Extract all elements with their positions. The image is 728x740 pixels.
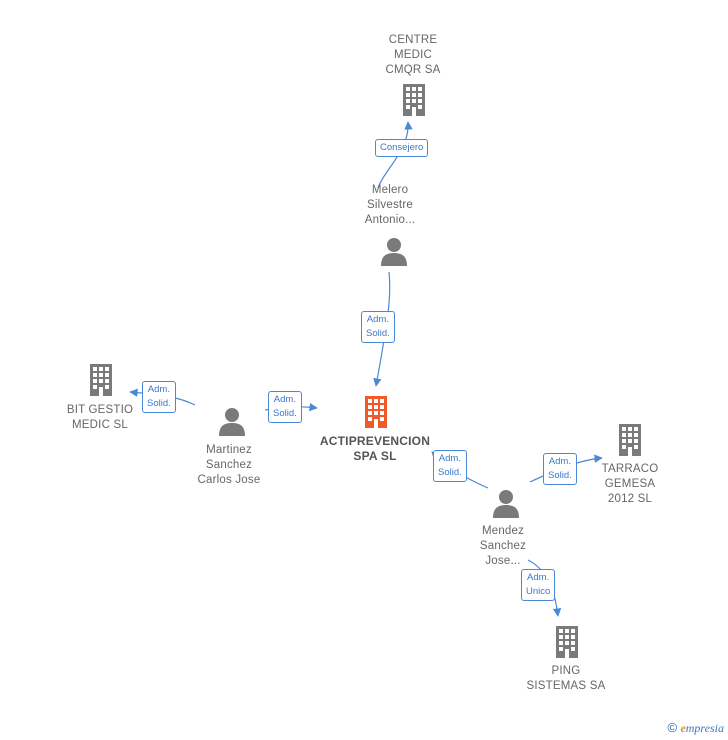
node-label-actiprevencion[interactable]: ACTIPREVENCION SPA SL (319, 434, 431, 463)
ping-building-icon[interactable] (556, 626, 578, 658)
brand-logo-e: e (680, 721, 686, 735)
centre-medic-building-icon[interactable] (403, 84, 425, 116)
node-label-bit-gestio[interactable]: BIT GESTIO MEDIC SL (66, 404, 134, 431)
node-label-mendez[interactable]: Mendez Sanchez Jose... (479, 525, 527, 567)
edge-consejero-line (377, 121, 413, 189)
actiprevencion-building-icon[interactable] (365, 396, 387, 428)
edge-label-melero-acti: Adm. Solid. (361, 311, 395, 343)
empresia-watermark: © empresia (668, 720, 725, 736)
node-label-ping[interactable]: PING SISTEMAS SA (526, 665, 606, 692)
brand-logo-text: mpresia (685, 721, 724, 735)
edge-label-martinez-acti: Adm. Solid. (268, 391, 302, 423)
martinez-person-icon[interactable] (219, 408, 245, 436)
node-label-martinez[interactable]: Martinez Sanchez Carlos Jose (197, 444, 261, 486)
edge-label-mendez-tarraco: Adm. Solid. (543, 453, 577, 485)
node-label-centre-medic[interactable]: CENTRE MEDIC CMQR SA (385, 34, 441, 76)
edge-label-mendez-ping: Adm. Unico (521, 569, 556, 601)
node-label-tarraco[interactable]: TARRACO GEMESA 2012 SL (601, 463, 659, 505)
copyright-symbol: © (667, 720, 678, 735)
tarraco-building-icon[interactable] (619, 424, 641, 456)
edge-label-martinez-bit: Adm. Solid. (142, 381, 176, 413)
melero-person-icon[interactable] (381, 238, 407, 266)
mendez-person-icon[interactable] (493, 490, 519, 518)
node-label-melero[interactable]: Melero Silvestre Antonio... (364, 184, 416, 226)
edge-label-mendez-acti: Adm. Solid. (433, 450, 467, 482)
edge-label-consejero: Consejero (375, 139, 429, 157)
bit-gestio-building-icon[interactable] (90, 364, 112, 396)
